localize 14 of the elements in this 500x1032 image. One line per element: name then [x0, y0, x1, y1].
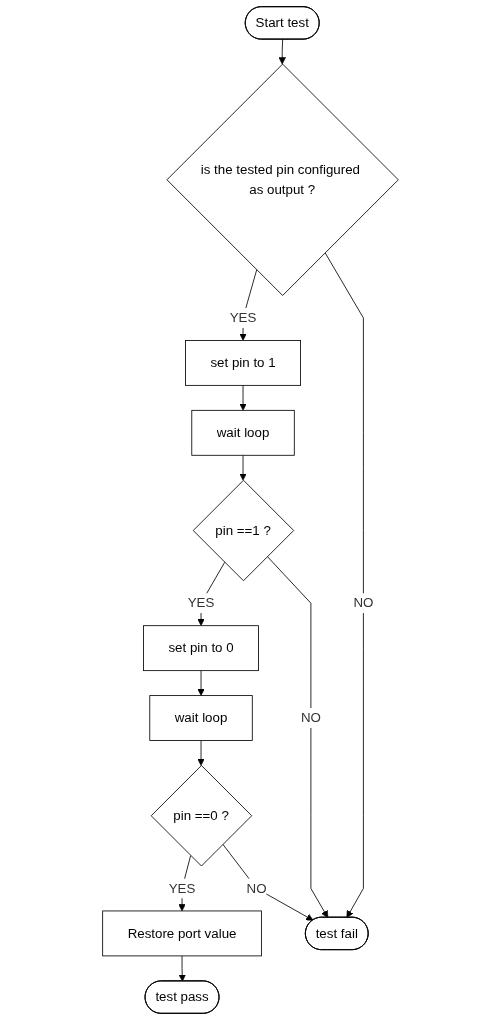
edge-label: YES [168, 880, 195, 896]
edge-label: NO [300, 710, 321, 725]
node-box: wait loop [148, 695, 253, 741]
node-box: wait loop [190, 409, 295, 456]
edge-label: NO [352, 595, 373, 610]
node-diamond: is the tested pin configured as output ? [166, 63, 399, 296]
node-box: set pin to 0 [142, 625, 259, 672]
edge-label: NO [246, 880, 267, 896]
edge-label: YES [187, 595, 214, 610]
node-diamond: pin ==1 ? [192, 479, 294, 582]
edge-label: YES [229, 310, 256, 325]
node-box: set pin to 1 [184, 340, 301, 386]
node-box: Restore port value [101, 910, 262, 957]
node-diamond: pin ==0 ? [150, 765, 252, 867]
